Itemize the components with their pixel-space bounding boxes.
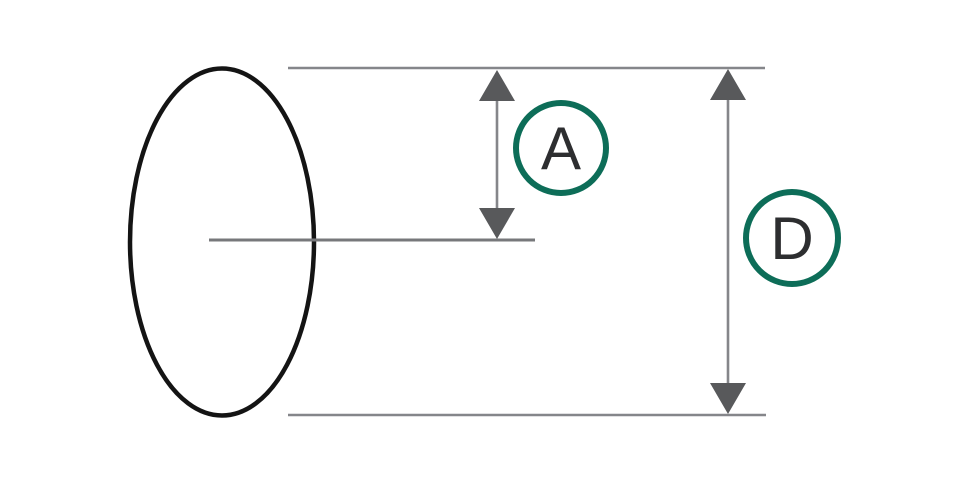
dimension-label-d: D [743, 189, 841, 287]
dimension-arrow-d [710, 69, 746, 414]
dimension-arrow-a [479, 70, 515, 239]
label-ring-a [513, 100, 609, 196]
label-text-d: D [770, 205, 813, 272]
label-ring-d [743, 189, 841, 287]
label-text-a: A [541, 115, 581, 182]
arrowhead-up-icon [479, 70, 515, 101]
arrowhead-up-icon [710, 69, 746, 100]
cylinder-face-ellipse [127, 66, 317, 418]
arrowhead-down-icon [479, 208, 515, 239]
arrowhead-down-icon [710, 383, 746, 414]
dimension-label-a: A [513, 100, 609, 196]
